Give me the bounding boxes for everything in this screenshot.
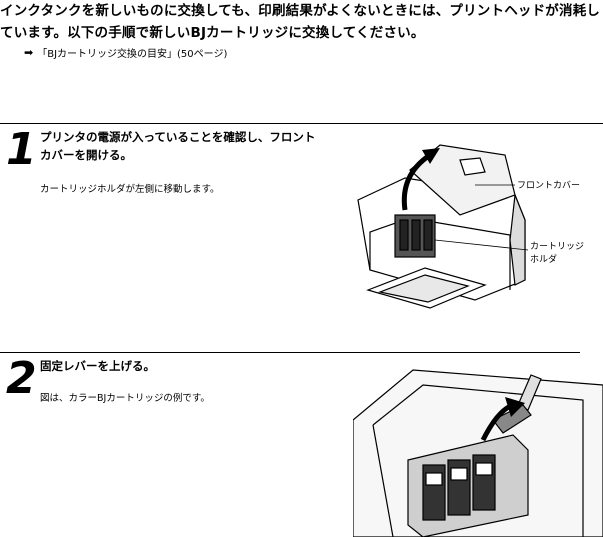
right-arrow-icon: ➡ [24,46,34,59]
step-1-description: カートリッジホルダが左側に移動します。 [40,184,220,195]
intro-text: インクタンクを新しいものに交換しても、印刷結果がよくないときには、プリントヘッド… [0,0,603,44]
step-2-title: 固定レバーを上げる。 [40,359,155,373]
step-2-description: 図は、カラーBJカートリッジの例です。 [40,393,210,404]
step-1-number: 1 [6,124,37,175]
intro-line-2: ています。以下の手順で新しいBJカートリッジに交換してください。 [0,25,425,41]
printer-front-cover-illustration [357,144,529,309]
step-1-divider [0,123,603,124]
cartridge-holder-callout-line-2: ホルダ [530,255,558,265]
intro-line-1: インクタンクを新しいものに交換しても、印刷結果がよくないときには、プリントヘッド… [0,3,601,19]
front-cover-callout: フロントカバー [517,181,581,191]
step-1-title-line-1: プリンタの電源が入っていることを確認し、フロント [40,130,316,144]
page-reference-link[interactable]: ➡ 「BJカートリッジ交換の目安」(50ページ) [24,45,227,60]
step-1-title-line-2: カバーを開ける。 [40,148,132,162]
reference-text: 「BJカートリッジ交換の目安」(50ページ) [37,49,228,60]
step-2-divider [0,352,580,353]
step-2-number: 2 [6,353,37,404]
cartridge-holder-callout-line-1: カートリッジ [530,242,585,252]
cartridge-lever-illustration [353,369,603,537]
